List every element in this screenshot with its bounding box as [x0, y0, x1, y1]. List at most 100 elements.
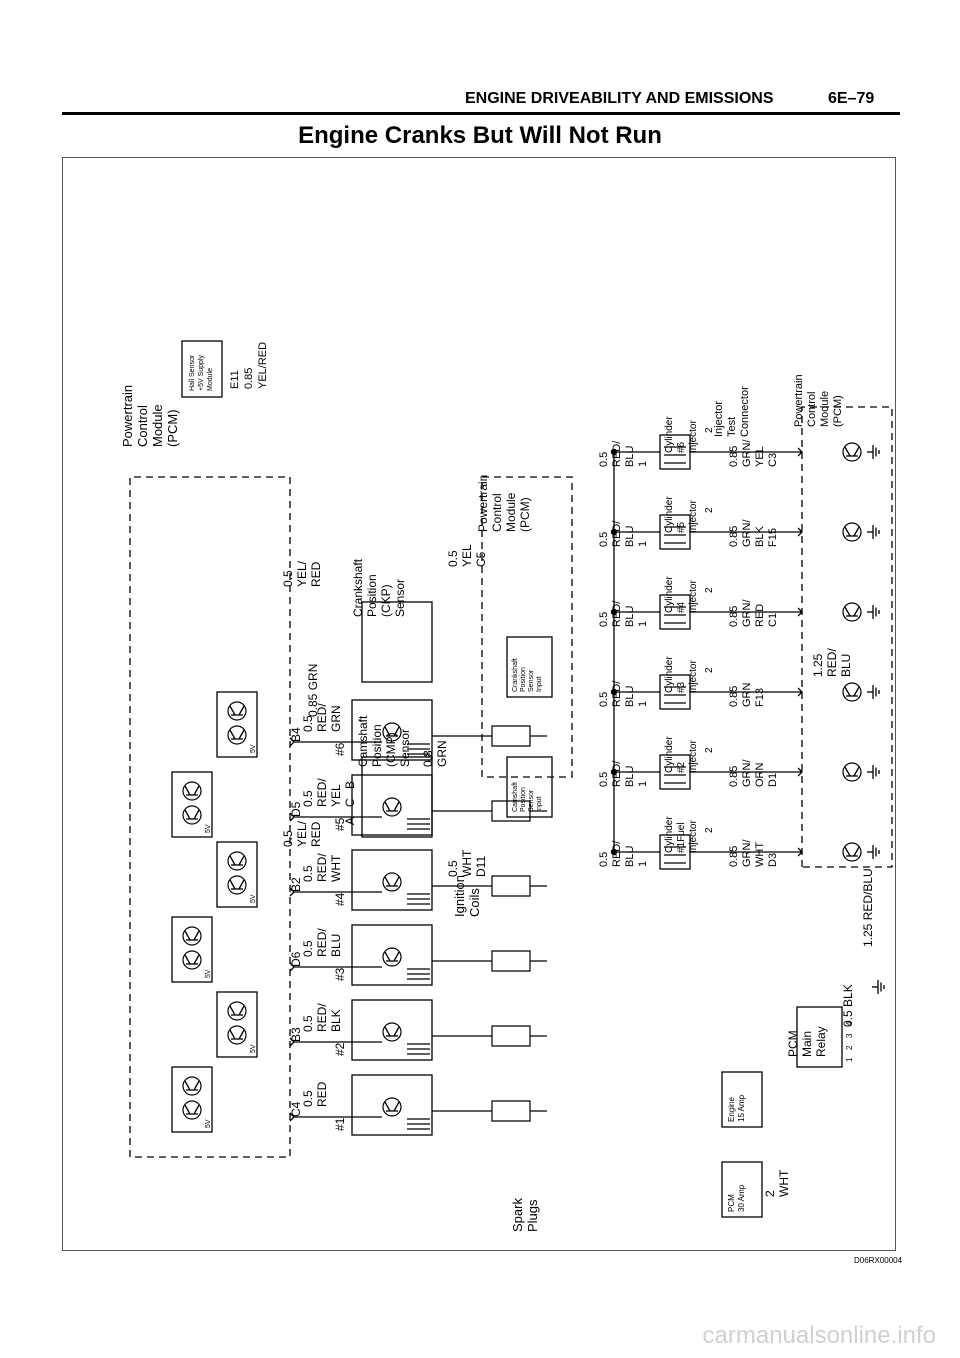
transistor-icon	[384, 1026, 391, 1037]
pcm-main-label: Module	[150, 404, 165, 447]
cmp-input-label: Camshaft	[512, 782, 519, 812]
injector-label: Cylinder	[664, 576, 675, 613]
injector-ctrl-label: 0.85	[728, 766, 740, 787]
transistor-icon	[382, 797, 402, 817]
transistor-icon	[227, 875, 247, 895]
injector-pin2: 2	[704, 747, 715, 753]
connector-icon	[797, 767, 803, 777]
coil-wire-label: 0.5	[301, 1015, 315, 1032]
connector-icon	[289, 812, 295, 822]
injector-feed-label: 0.5	[598, 692, 610, 707]
ignition-coil-box	[351, 849, 433, 911]
transistor-icon	[382, 947, 402, 967]
ckp-sensor-label: Position	[365, 574, 379, 617]
blk-ground-label: 0.5 BLK	[841, 984, 855, 1027]
transistor-icon	[393, 1101, 400, 1112]
pcm-sensor-label: Powertrain	[476, 475, 490, 532]
connector-icon	[289, 1112, 295, 1122]
transistor-icon	[229, 1029, 236, 1040]
injector-label: Cylinder	[664, 656, 675, 693]
injector-label: #1Fuel	[676, 822, 687, 853]
injector-feed-label: 1	[637, 461, 649, 467]
ckp-sensor-label: Crankshaft	[351, 558, 365, 617]
transistor-icon	[229, 729, 236, 740]
connector-icon	[289, 1037, 295, 1047]
cmp-pin-b: B	[343, 781, 357, 789]
watermark: carmanualsonline.info	[702, 1322, 936, 1349]
driver-box	[216, 691, 258, 758]
diagram-frame	[62, 157, 896, 1251]
injector-ctrl-label: C1	[767, 613, 779, 627]
ignition-coil-box	[351, 774, 433, 836]
coil-wire-label: RED/	[315, 778, 329, 807]
transistor-icon	[853, 606, 860, 617]
transistor-icon	[384, 1101, 391, 1112]
cmp-pcm-label: D11	[474, 856, 488, 877]
injector-test-label: Connector	[739, 386, 751, 437]
injector-test-label: Test	[726, 417, 738, 437]
pcm-sensor-label: Control	[490, 493, 504, 532]
coil-wire-label: GRN	[329, 705, 343, 732]
transistor-icon	[182, 926, 202, 946]
injector-feed-label: BLU	[624, 686, 636, 707]
transistor-icon	[384, 801, 391, 812]
transistor-icon	[184, 1104, 191, 1115]
pcm-main-box	[129, 476, 291, 1158]
coil-wire-label: WHT	[329, 854, 343, 882]
hall-sensor-label: +5V Supply	[198, 355, 205, 391]
wire-color: YEL/RED	[257, 342, 269, 389]
driver-label: 5V	[205, 969, 212, 978]
transistor-icon	[184, 809, 191, 820]
cmp-sensor-box	[361, 756, 433, 838]
injector-feed-label: BLU	[624, 446, 636, 467]
injector-ctrl-label: GRN/	[741, 839, 753, 867]
injector-ctrl-label: 0.85	[728, 446, 740, 467]
connector-icon	[289, 887, 295, 897]
diagram-code: D06RX00004	[854, 1256, 903, 1265]
ckp-sensor-label: (CKP)	[379, 584, 393, 617]
hall-sensor-box	[181, 340, 223, 398]
transistor-icon	[853, 446, 860, 457]
wire-gauge: 0.85	[243, 368, 255, 389]
cmp-pcm-label: 0.5	[446, 860, 460, 877]
transistor-icon	[182, 1076, 202, 1096]
transistor-icon	[229, 705, 236, 716]
coil-number: #4	[333, 892, 347, 906]
pcm-sensor-box	[481, 476, 573, 778]
injector-label: Injector	[688, 820, 699, 853]
transistor-icon	[227, 1025, 247, 1045]
injector-ctrl-label: GRN	[741, 683, 753, 708]
coil-number: #6	[333, 742, 347, 756]
transistor-icon	[182, 781, 202, 801]
transistor-icon	[184, 1080, 191, 1091]
connector-icon	[797, 447, 803, 457]
connector-icon	[289, 737, 295, 747]
spark-plugs-label: Plugs	[525, 1199, 540, 1232]
transistor-icon	[842, 602, 862, 622]
coil-number: #3	[333, 967, 347, 981]
injector-test-label: Injector	[713, 401, 725, 437]
injector-label: Cylinder	[664, 736, 675, 773]
injector-label: Injector	[688, 740, 699, 773]
connector-icon	[797, 527, 803, 537]
transistor-icon	[844, 526, 851, 537]
spark-plugs-label: Spark	[510, 1198, 525, 1232]
transistor-icon	[384, 726, 391, 737]
driver-label: 5V	[250, 744, 257, 753]
driver-box	[171, 916, 213, 983]
injector-pin2: 2	[704, 827, 715, 833]
red-blu-feed-label: BLU	[839, 654, 853, 677]
injector-feed-label: 1	[637, 621, 649, 627]
transistor-icon	[182, 805, 202, 825]
wht-feed-label: 2	[763, 1190, 777, 1197]
transistor-icon	[853, 686, 860, 697]
page-title: Engine Cranks But Will Not Run	[298, 122, 662, 149]
pcm-injector-label: Module	[819, 391, 831, 427]
coil-wire-label: BLK	[329, 1009, 343, 1032]
injector-ctrl-label: GRN/	[741, 519, 753, 547]
transistor-icon	[844, 846, 851, 857]
cmp-input-label: Sensor	[528, 789, 535, 812]
transistor-icon	[393, 1026, 400, 1037]
injector-feed-label: BLU	[624, 526, 636, 547]
ignition-coils-label: Coils	[467, 888, 482, 917]
